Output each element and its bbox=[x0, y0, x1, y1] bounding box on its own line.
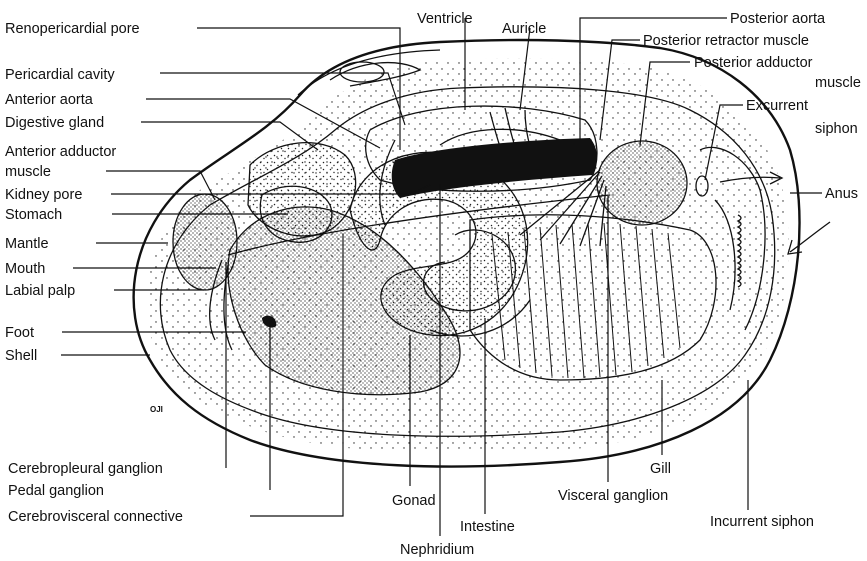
label-ventricle: Ventricle bbox=[417, 11, 473, 27]
label-foot: Foot bbox=[5, 325, 34, 341]
label-mouth: Mouth bbox=[5, 261, 45, 277]
label-posterior-aorta: Posterior aorta bbox=[730, 11, 826, 27]
label-excurrent: Excurrent bbox=[746, 98, 808, 114]
label-kidney-pore: Kidney pore bbox=[5, 187, 82, 203]
label-cerebrovisceral-connective: Cerebrovisceral connective bbox=[8, 509, 183, 525]
label-gonad: Gonad bbox=[392, 493, 436, 509]
label-anus: Anus bbox=[825, 186, 858, 202]
label-posterior-retractor-muscle: Posterior retractor muscle bbox=[643, 33, 809, 49]
label-anterior-adductor: Anterior adductor bbox=[5, 144, 116, 160]
label-mantle: Mantle bbox=[5, 236, 49, 252]
umbo bbox=[340, 62, 384, 82]
label-intestine: Intestine bbox=[460, 519, 515, 535]
label-visceral-ganglion: Visceral ganglion bbox=[558, 488, 668, 504]
label-labial-palp: Labial palp bbox=[5, 283, 75, 299]
label-nephridium: Nephridium bbox=[400, 542, 474, 558]
label-anterior-adductor-muscle: muscle bbox=[5, 164, 51, 180]
label-cerebropleural-ganglion: Cerebropleural ganglion bbox=[8, 461, 163, 477]
label-gill: Gill bbox=[650, 461, 671, 477]
label-renopericardial-pore: Renopericardial pore bbox=[5, 21, 140, 37]
clam-drawing: OJI bbox=[134, 40, 830, 467]
label-auricle: Auricle bbox=[502, 21, 546, 37]
artist-signature: OJI bbox=[150, 405, 163, 414]
label-excurrent-siphon: siphon bbox=[815, 121, 858, 137]
label-stomach: Stomach bbox=[5, 207, 62, 223]
label-incurrent-siphon: Incurrent siphon bbox=[710, 514, 814, 530]
incurrent-arrow bbox=[788, 222, 830, 254]
label-posterior-adductor: Posterior adductor bbox=[694, 55, 813, 71]
label-anterior-aorta: Anterior aorta bbox=[5, 92, 94, 108]
label-shell: Shell bbox=[5, 348, 37, 364]
label-pericardial-cavity: Pericardial cavity bbox=[5, 67, 115, 83]
label-digestive-gland: Digestive gland bbox=[5, 115, 104, 131]
label-posterior-adductor-muscle: muscle bbox=[815, 75, 861, 91]
label-pedal-ganglion: Pedal ganglion bbox=[8, 483, 104, 499]
